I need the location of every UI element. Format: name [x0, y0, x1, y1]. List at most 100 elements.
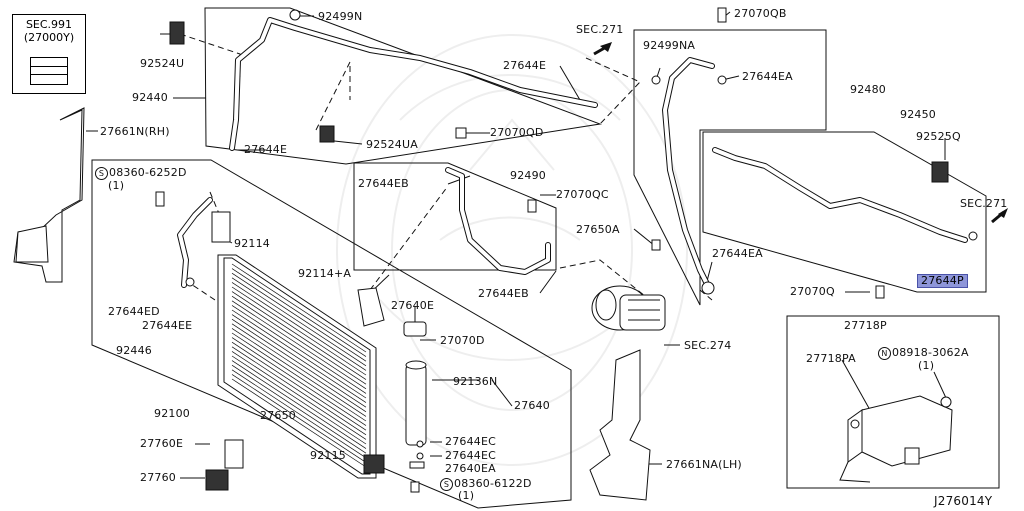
- condenser-fin: [231, 263, 367, 353]
- nut-marker: N: [878, 347, 891, 360]
- label-27070QD: 27070QD: [490, 126, 544, 139]
- sec271-arrows: [593, 42, 1008, 224]
- shield-27661NA: [589, 349, 651, 501]
- pipe-92450: [712, 147, 968, 243]
- condenser-fin: [231, 272, 367, 362]
- label-27644EA-b: 27644EA: [712, 247, 763, 260]
- condenser-fin: [231, 364, 367, 454]
- condenser-fin: [231, 323, 367, 413]
- condenser-fin: [231, 351, 367, 440]
- condenser-fin: [231, 295, 367, 385]
- receiver-drier-27640: [403, 321, 427, 446]
- label-27718PA: 27718PA: [806, 352, 856, 365]
- label-92100: 92100: [154, 407, 190, 420]
- label-27644EC-a: 27644EC: [445, 435, 497, 448]
- label-sec274[interactable]: SEC.274: [684, 339, 732, 352]
- label-27760: 27760: [140, 471, 176, 484]
- pipe-92480: [662, 57, 715, 285]
- label-27640EA: 27640EA: [445, 462, 496, 475]
- label-27661N: 27661N(RH): [100, 125, 170, 138]
- condenser-fin: [231, 286, 367, 376]
- condenser-fin: [231, 309, 367, 399]
- fan-module-27718P: [839, 395, 953, 483]
- label-92524UA: 92524UA: [366, 138, 418, 151]
- label-92136N: 92136N: [453, 375, 498, 388]
- condenser-fin: [231, 374, 367, 463]
- condenser-fin: [231, 346, 367, 436]
- condenser-fin: [231, 355, 367, 445]
- condenser-fin: [231, 282, 367, 371]
- small-parts: [155, 7, 978, 493]
- condenser-fin: [231, 369, 367, 459]
- pipe-92440: [229, 17, 598, 151]
- condenser-fin: [231, 314, 367, 403]
- label-08918-3062A-qty: (1): [918, 359, 935, 372]
- pipe-92490: [445, 167, 551, 275]
- label-27644ED: 27644ED: [108, 305, 160, 318]
- diagram-id: J276014Y: [934, 494, 993, 508]
- sec991-subtitle: (27000Y): [23, 31, 75, 44]
- condenser-fin: [231, 332, 367, 422]
- label-92480: 92480: [850, 83, 886, 96]
- label-27661NA: 27661NA(LH): [666, 458, 742, 471]
- condenser-fin: [231, 318, 367, 408]
- sec991-reference-box: SEC.991 (27000Y): [12, 14, 86, 94]
- label-card-icon: [30, 57, 68, 85]
- condenser-fin: [231, 341, 367, 431]
- label-27644EA-a: 27644EA: [742, 70, 793, 83]
- label-27070D: 27070D: [440, 334, 485, 347]
- label-08360-6122D-qty: (1): [458, 489, 475, 502]
- label-92524U: 92524U: [140, 57, 185, 70]
- label-27644EB-a: 27644EB: [358, 177, 409, 190]
- condenser-fin: [231, 328, 367, 417]
- label-sec271-right[interactable]: SEC.271: [960, 197, 1008, 210]
- label-27644P-highlighted[interactable]: 27644P: [917, 274, 968, 288]
- condenser-fin: [231, 277, 367, 367]
- label-27640E: 27640E: [391, 299, 435, 312]
- label-92499N: 92499N: [318, 10, 363, 23]
- condenser-fin: [231, 378, 367, 468]
- condenser-27650: [217, 254, 377, 479]
- label-92490: 92490: [510, 169, 546, 182]
- label-92114: 92114: [234, 237, 270, 250]
- label-92450: 92450: [900, 108, 936, 121]
- label-92114A: 92114+A: [298, 267, 352, 280]
- label-27650A: 27650A: [576, 223, 620, 236]
- label-27640: 27640: [514, 399, 550, 412]
- label-27070QB: 27070QB: [734, 7, 787, 20]
- label-27070QC: 27070QC: [556, 188, 609, 201]
- group-outlines: [91, 7, 1000, 509]
- label-27760E: 27760E: [140, 437, 184, 450]
- label-27644EE: 27644EE: [142, 319, 193, 332]
- shield-27661N: [13, 107, 85, 283]
- label-92499NA: 92499NA: [643, 39, 696, 52]
- label-27644EC-b: 27644EC: [445, 449, 497, 462]
- label-27644E-a: 27644E: [503, 59, 547, 72]
- label-92115: 92115: [310, 449, 346, 462]
- condenser-fin: [231, 291, 367, 380]
- condenser-fin: [231, 268, 367, 357]
- label-27644EB-b: 27644EB: [478, 287, 529, 300]
- compressor: [591, 285, 666, 331]
- label-sec271-top[interactable]: SEC.271: [576, 23, 624, 36]
- label-27718P: 27718P: [844, 319, 887, 332]
- bolt-marker: S: [95, 167, 108, 180]
- sec991-title: SEC.991: [25, 18, 73, 31]
- condenser-fin: [231, 360, 367, 449]
- condenser-fin: [231, 337, 367, 426]
- label-27644E-b: 27644E: [244, 143, 288, 156]
- label-27070Q: 27070Q: [790, 285, 835, 298]
- condenser-fin: [231, 300, 367, 390]
- label-92525Q: 92525Q: [916, 130, 961, 143]
- label-92446: 92446: [116, 344, 152, 357]
- bolt-marker-2: S: [440, 478, 453, 491]
- label-92440: 92440: [132, 91, 168, 104]
- condenser-fin: [231, 305, 367, 394]
- label-27650: 27650: [260, 409, 296, 422]
- label-08360-6252D-qty: (1): [108, 179, 125, 192]
- pipe-92446: [177, 197, 213, 288]
